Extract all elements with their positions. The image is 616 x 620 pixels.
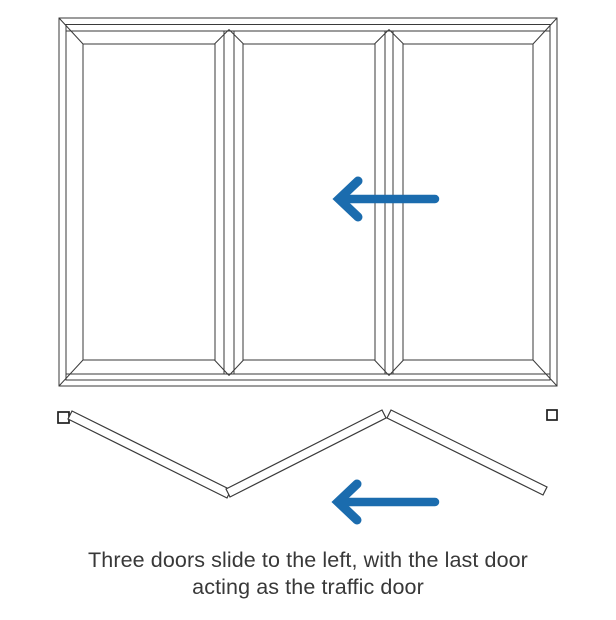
frame-outer-edge xyxy=(58,17,558,387)
folded-door-1 xyxy=(67,410,232,499)
elevation-view xyxy=(58,17,558,387)
left-jamb-marker xyxy=(57,411,70,424)
mitre-top-right xyxy=(532,17,558,45)
slide-left-arrow-icon xyxy=(332,176,440,222)
mullion-1 xyxy=(214,29,244,376)
mullion1-top-mitre-right xyxy=(228,29,244,45)
mitre-bottom-right xyxy=(532,359,558,387)
mullion2-bottom-mitre-right xyxy=(388,359,404,376)
door-frame xyxy=(58,17,558,387)
arrow-head xyxy=(332,176,363,222)
folded-door-3 xyxy=(386,409,548,496)
caption-line-2: acting as the traffic door xyxy=(192,575,424,599)
right-jamb-marker xyxy=(546,409,558,421)
mullion1-bottom-mitre-left xyxy=(214,359,230,376)
mullion1-bottom-mitre-right xyxy=(228,359,244,376)
fold-left-arrow-icon xyxy=(331,479,440,525)
frame-inner-edge xyxy=(65,24,551,381)
diagram-canvas xyxy=(57,17,558,525)
mitre-bottom-left xyxy=(58,359,84,387)
mitre-top-left xyxy=(58,17,84,45)
mullion2-top-mitre-left xyxy=(374,29,390,45)
folded-door-2 xyxy=(225,409,387,498)
mullion2-top-mitre-right xyxy=(388,29,404,45)
caption: Three doors slide to the left, with the … xyxy=(0,547,616,601)
mullion1-top-mitre-left xyxy=(214,29,230,45)
plan-view xyxy=(57,409,558,499)
mullion2-bottom-mitre-left xyxy=(374,359,390,376)
arrow-head xyxy=(331,479,362,525)
glass-panel-1 xyxy=(82,43,216,361)
caption-line-1: Three doors slide to the left, with the … xyxy=(88,548,528,572)
